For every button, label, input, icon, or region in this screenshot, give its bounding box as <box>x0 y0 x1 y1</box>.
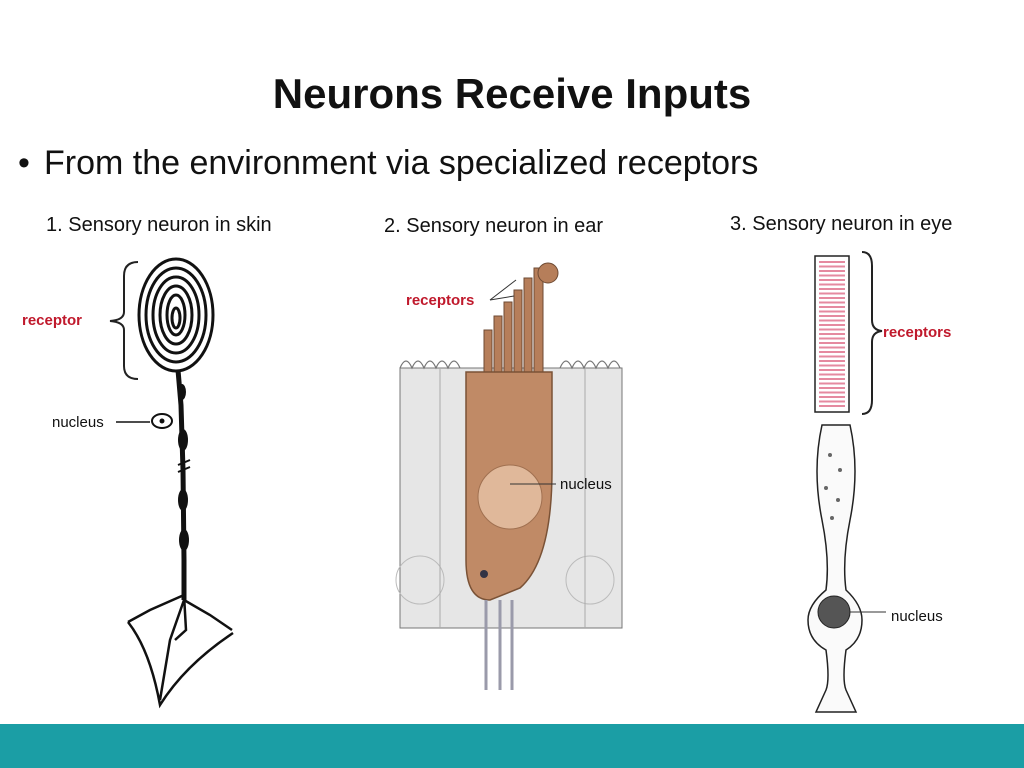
photoreceptor-nucleus <box>817 595 851 629</box>
caption-eye: 3. Sensory neuron in eye <box>730 213 953 235</box>
hair-cell-nucleus <box>477 464 543 530</box>
eye-nucleus-label: nucleus <box>891 608 943 625</box>
slide-title: Neurons Receive Inputs <box>272 70 752 117</box>
eye-receptor-bracket <box>861 251 883 415</box>
ear-receptors-label: receptors <box>406 292 475 309</box>
ear-nucleus-label: nucleus <box>560 476 612 493</box>
ear-nerve-fibers <box>484 600 514 690</box>
skin-nucleus-label: nucleus <box>52 414 104 431</box>
skin-receptor-label: receptor <box>22 312 83 329</box>
eye-receptors-label: receptors <box>883 324 952 341</box>
bullet-point: • From the environment via specialized re… <box>18 144 758 183</box>
photoreceptor-cell-body <box>807 424 863 713</box>
caption-skin: 1. Sensory neuron in skin <box>46 214 272 236</box>
skin-receptor-bracket <box>109 261 139 380</box>
bullet-dot: • <box>18 144 30 182</box>
bullet-text: From the environment via specialized rec… <box>44 144 759 182</box>
skin-terminal-branches <box>127 593 234 709</box>
footer-accent-bar <box>0 724 1024 768</box>
photoreceptor-outer-segment <box>814 255 850 413</box>
caption-ear: 2. Sensory neuron in ear <box>384 215 604 237</box>
